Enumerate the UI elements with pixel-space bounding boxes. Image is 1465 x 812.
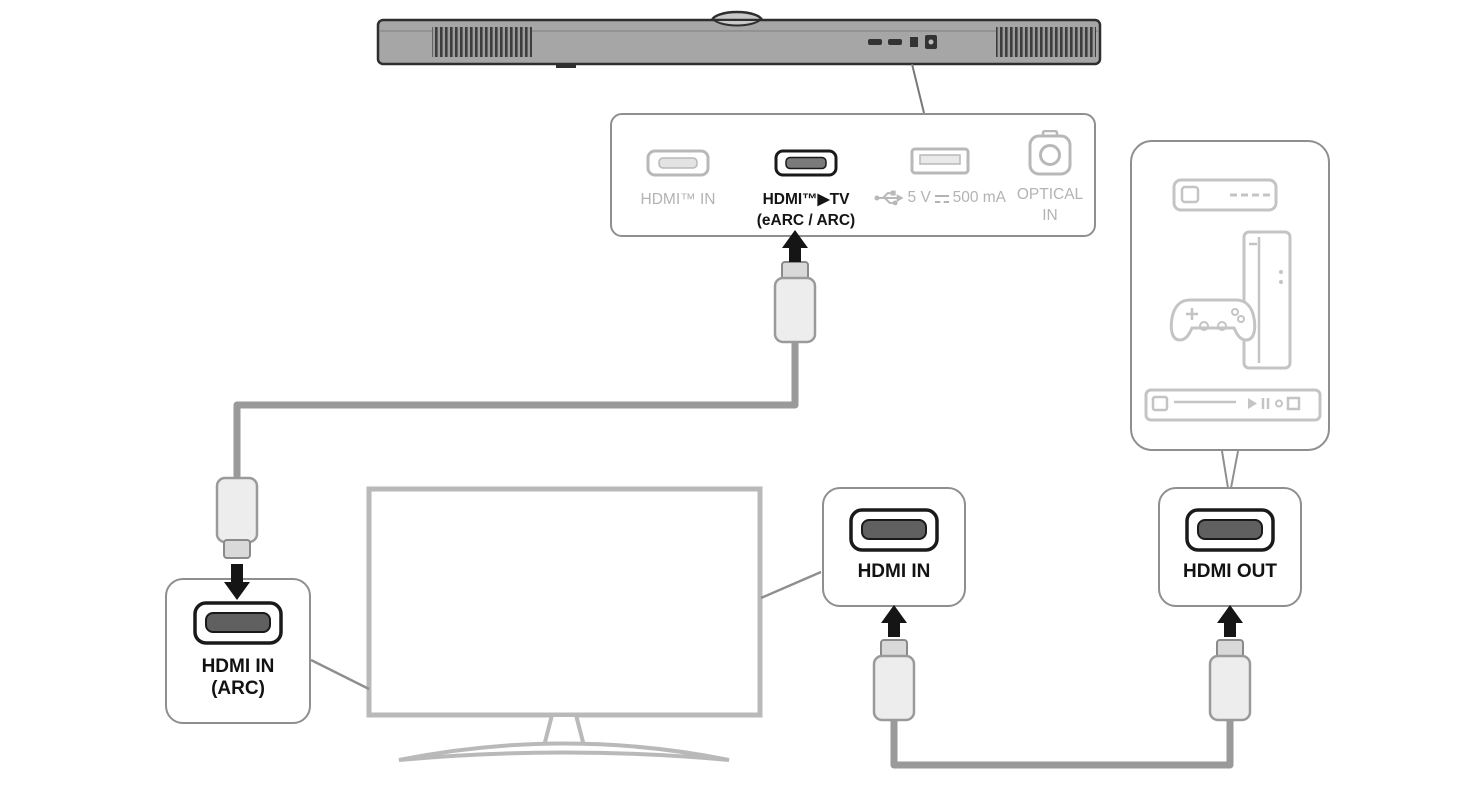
hdmi-plug-to-tv <box>215 476 259 559</box>
hdmi-in-port-icon <box>646 149 710 177</box>
hdmi-port-icon <box>1185 508 1275 552</box>
usb-port-icon <box>910 147 970 175</box>
soundbar-port-slots <box>868 35 937 49</box>
port-usb: 5 V 500 mA <box>874 147 1006 207</box>
devices-callout-line <box>1221 450 1239 489</box>
tv-outline <box>366 486 763 762</box>
port-hdmi-out-to-tv: HDMI™▶TV (eARC / ARC) <box>740 149 872 231</box>
optical-port-icon <box>1028 129 1072 176</box>
soundbar-foot <box>556 63 576 68</box>
hdmi-cable-device <box>890 690 1234 769</box>
hdmi-out-panel: HDMI OUT <box>1158 487 1302 607</box>
hdmi-port-icon <box>193 601 283 645</box>
optical-port-label: OPTICAL <box>1016 186 1084 203</box>
usb-port-label: 5 V 500 mA <box>874 188 1006 207</box>
port-optical-in: OPTICAL IN <box>1008 129 1092 226</box>
hdmi-in-panel: HDMI IN <box>822 487 966 607</box>
hdmi-tv-port-sublabel: (eARC / ARC) <box>756 212 856 230</box>
usb-volt-label: 5 V <box>907 189 931 206</box>
hdmi-tv-port-icon <box>774 149 838 177</box>
soundbar-rear-view <box>376 10 1102 68</box>
tv-hdmi-in-arc-panel: HDMI IN (ARC) <box>165 578 311 724</box>
hdmi-plug-device-in <box>872 639 916 722</box>
hdmi-tv-port-label: HDMI™▶TV <box>762 191 850 208</box>
hdmi-plug-to-soundbar <box>773 261 817 344</box>
hdmi-port-icon <box>849 508 939 552</box>
external-devices-icons <box>1144 178 1322 422</box>
hdmi-in-label: HDMI IN <box>857 561 931 582</box>
hdmi-plug-device-out <box>1208 639 1252 722</box>
set-top-box-icon <box>1172 178 1278 212</box>
hdmi-out-label: HDMI OUT <box>1183 561 1277 582</box>
usb-symbol-icon <box>874 190 904 206</box>
bluray-player-icon <box>1144 388 1322 422</box>
dc-symbol-icon <box>934 194 949 203</box>
tv-callout-lines <box>310 570 822 691</box>
game-console-icon <box>1169 230 1292 370</box>
hdmi-cable-soundbar-to-tv <box>233 300 799 520</box>
tv-hdmi-in-sublabel: (ARC) <box>211 678 265 699</box>
usb-current-label: 500 mA <box>952 189 1006 206</box>
optical-port-sublabel: IN <box>1042 207 1058 225</box>
tv-hdmi-in-label: HDMI IN <box>201 656 275 677</box>
soundbar-ports-panel: HDMI™ IN HDMI™▶TV (eARC / ARC) <box>610 113 1096 237</box>
soundbar-callout-line <box>911 63 925 114</box>
port-hdmi-in: HDMI™ IN <box>620 149 736 209</box>
external-devices-panel <box>1130 140 1330 451</box>
hdmi-in-port-label: HDMI™ IN <box>640 191 716 208</box>
